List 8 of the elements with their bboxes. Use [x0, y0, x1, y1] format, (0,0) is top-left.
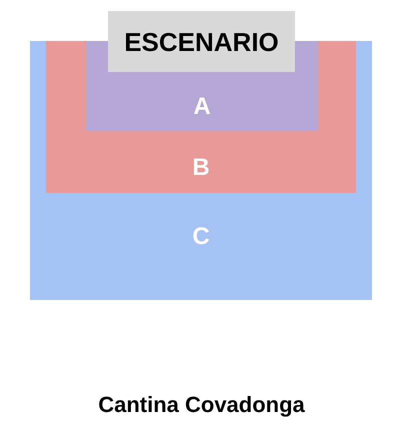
- seating-zone: [46, 72, 356, 193]
- zone-label: A: [192, 95, 212, 119]
- venue-title: Cantina Covadonga: [98, 391, 305, 419]
- seating-zone: [86, 72, 318, 131]
- stage-box: [108, 11, 295, 72]
- zone-label: ESCENARIO: [124, 28, 279, 54]
- zone-label: C: [191, 225, 211, 249]
- zone-label: B: [191, 156, 211, 180]
